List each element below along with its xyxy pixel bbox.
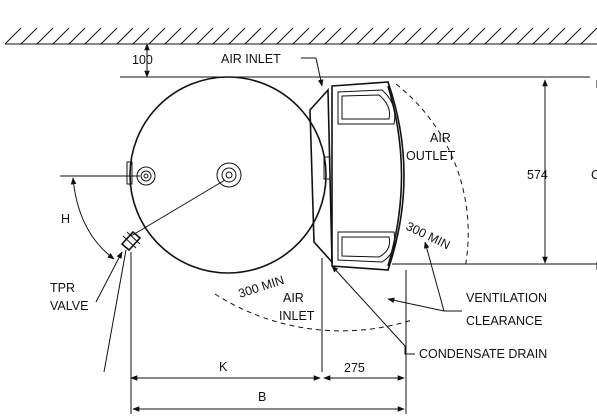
hatch-stroke (388, 27, 406, 45)
hatch-stroke (420, 27, 438, 45)
hatch-stroke (532, 27, 550, 45)
hatch-stroke (52, 27, 70, 45)
tpr-valve-label-line1: TPR (50, 281, 75, 295)
clearance-bottom-label: 300 MIN (237, 273, 286, 301)
height-574-dimension (392, 79, 597, 265)
air-inlet-top-label: AIR INLET (221, 52, 281, 66)
hatch-stroke (500, 27, 518, 45)
dim-b-label: B (258, 390, 266, 404)
tpr-valve-label-line2: VALVE (50, 299, 88, 313)
hatch-stroke (116, 27, 134, 45)
hatch-stroke (548, 27, 566, 45)
clearance-right-label: 300 MIN (404, 219, 453, 252)
dim-k-label: K (219, 360, 228, 374)
bottom-dimension-lines (130, 252, 407, 414)
hatch-stroke (356, 27, 374, 45)
hatch-stroke (516, 27, 534, 45)
hatch-stroke (484, 27, 502, 45)
hatch-stroke (308, 27, 326, 45)
ventilation-clearance-right-arc (395, 83, 469, 269)
dim-275-label: 275 (344, 361, 365, 375)
ventilation-clearance-bottom-arc (214, 293, 413, 332)
hatch-stroke (436, 27, 454, 45)
hatch-stroke (212, 27, 230, 45)
hatch-stroke (468, 27, 486, 45)
clearance-100-dimension (120, 43, 590, 78)
hatch-stroke (4, 27, 22, 45)
hatch-stroke (372, 27, 390, 45)
hatch-stroke (276, 27, 294, 45)
h-angle-dimension (60, 175, 226, 260)
hatch-stroke (404, 27, 422, 45)
ventilation-clearance-label-line1: VENTILATION (466, 291, 547, 305)
hatch-stroke (292, 27, 310, 45)
hatch-stroke (100, 27, 118, 45)
hatch-stroke (132, 27, 150, 45)
hatch-stroke (164, 27, 182, 45)
hatch-stroke (36, 27, 54, 45)
dim-574-label: 574 (527, 168, 548, 182)
hatch-stroke (244, 27, 262, 45)
hatch-stroke (324, 27, 342, 45)
ceiling-hatch (4, 27, 597, 45)
hatch-stroke (580, 27, 597, 45)
hatch-stroke (228, 27, 246, 45)
air-outlet-label-line1: AIR (430, 131, 451, 145)
tank-body (126, 76, 331, 274)
hatch-stroke (260, 27, 278, 45)
dim-h-label: H (61, 212, 70, 226)
air-inlet-bottom-label-line1: AIR (283, 291, 304, 305)
tpr-valve (103, 230, 142, 373)
centre-fitting (216, 162, 242, 188)
hatch-stroke (180, 27, 198, 45)
heat-pump-unit (309, 81, 405, 271)
condensate-drain-label: CONDENSATE DRAIN (419, 347, 547, 361)
dim-100-label: 100 (132, 53, 153, 67)
ventilation-clearance-label-line2: CLEARANCE (466, 314, 542, 328)
hatch-stroke (340, 27, 358, 45)
hatch-stroke (452, 27, 470, 45)
hatch-stroke (20, 27, 38, 45)
air-inlet-bottom-label-line2: INLET (279, 309, 315, 323)
hatch-stroke (148, 27, 166, 45)
hatch-stroke (196, 27, 214, 45)
air-outlet-label-line2: OUTLET (406, 149, 456, 163)
dim-c-label: C (591, 168, 597, 182)
hatch-stroke (564, 27, 582, 45)
hatch-stroke (84, 27, 102, 45)
hatch-stroke (68, 27, 86, 45)
